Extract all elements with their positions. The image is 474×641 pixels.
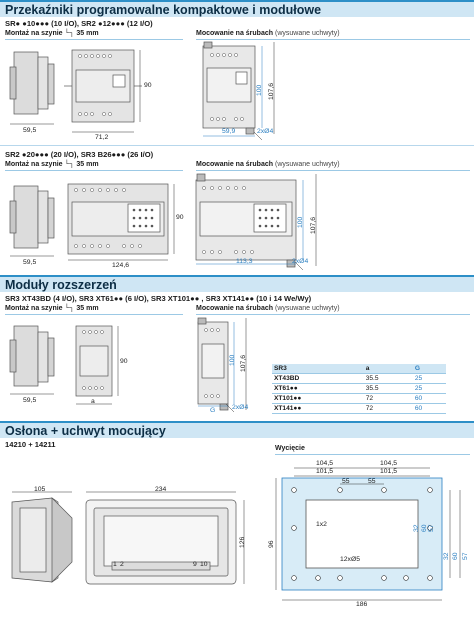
dim-cut-inner-left: 55	[342, 478, 350, 485]
dim-g: G	[210, 407, 216, 414]
dim-v-b: 60	[421, 524, 428, 532]
dim-height-front: 126	[239, 536, 246, 548]
dim-height-front: 90	[120, 358, 128, 365]
dim-height-outer: 107,6	[268, 82, 275, 100]
screw-mount-header: Mocowanie na śrubach (wysuwane uchwyty)	[196, 29, 470, 40]
section-header-compact: Przekaźniki programowalne kompaktowe i m…	[0, 0, 474, 17]
dim-width-side: 59,5	[23, 127, 37, 134]
dimension-table: SR3 a G XT43BD 35.5 25 XT61●● 35.5 25 XT…	[272, 364, 446, 414]
table-header-cell: SR3	[272, 364, 364, 374]
dim-cut-mid-left: 101,5	[316, 468, 334, 475]
dim-cut-outer-left: 104,5	[316, 460, 334, 467]
terminal-9: 9	[193, 561, 197, 568]
dim-cut-inner-right: 55	[368, 478, 376, 485]
dim-width-screw: 59,9	[222, 128, 236, 135]
table-header-cell: G	[412, 364, 446, 374]
section-subtitle: SR● ●10●●● (10 I/O), SR2 ●12●●● (12 I/O)	[5, 19, 153, 28]
divider	[0, 145, 474, 146]
cover-drawings	[11, 467, 461, 601]
dim-v-c: 57	[428, 524, 435, 532]
compact-small-drawings	[9, 41, 275, 141]
table-header-cell: a	[363, 364, 413, 374]
cutout-header: Wycięcie	[275, 444, 470, 455]
terminal-2: 2	[120, 561, 124, 568]
terminal-10: 10	[200, 561, 208, 568]
dim-cut-mid-right: 101,5	[380, 468, 398, 475]
section-header-expansion: Moduły rozszerzeń	[0, 275, 474, 292]
dim-hole-small: 1x2	[316, 521, 327, 528]
screw-mount-header: Mocowanie na śrubach (wysuwane uchwyty)	[196, 160, 470, 171]
din-rail-header: Montaż na szynie └┐ 35 mm	[5, 304, 183, 315]
section-subtitle-large: SR2 ●20●●● (20 I/O), SR3 B26●●● (26 I/O)	[5, 150, 154, 159]
table-row: XT141●● 72 60	[272, 403, 446, 414]
dim-width-front: 71,2	[95, 134, 109, 141]
section-header-cover: Osłona + uchwyt mocujący	[0, 421, 474, 438]
dim-height-inner: 100	[229, 354, 236, 366]
dim-height-inner: 100	[297, 216, 304, 228]
dim-width-front: a	[91, 398, 95, 405]
dim-v-d: 32	[443, 552, 450, 560]
expansion-drawings	[9, 317, 247, 413]
dim-height-front: 90	[144, 82, 152, 89]
din-rail-header: Montaż na szynie └┐ 35 mm	[5, 29, 183, 40]
dim-v-e: 60	[452, 552, 459, 560]
dim-width-front: 124,6	[112, 262, 130, 269]
dim-width-screw: 113,3	[236, 258, 253, 265]
dim-width-side: 59,5	[23, 259, 37, 266]
din-rail-header: Montaż na szynie └┐ 35 mm	[5, 160, 183, 171]
table-row: XT61●● 35.5 25	[272, 383, 446, 394]
dim-height-inner: 100	[256, 84, 263, 96]
section-subtitle: 14210 + 14211	[5, 440, 56, 449]
dim-cut-height: 96	[268, 540, 275, 548]
table-header-row: SR3 a G	[272, 364, 446, 374]
section-title: Moduły rozszerzeń	[5, 278, 117, 292]
dim-screw-holes: 2xØ4	[232, 404, 249, 411]
table-row: XT43BD 35.5 25	[272, 373, 446, 384]
screw-mount-header: Mocowanie na śrubach (wysuwane uchwyty)	[196, 304, 470, 315]
dim-v-a: 32	[413, 524, 420, 532]
dim-cut-width: 186	[356, 601, 368, 608]
dim-width-front: 234	[155, 486, 167, 493]
dim-height-outer: 107,6	[310, 216, 317, 234]
table-row: XT101●● 72 60	[272, 393, 446, 404]
dim-holes: 12xØ5	[340, 556, 361, 563]
section-title: Przekaźniki programowalne kompaktowe i m…	[5, 3, 322, 17]
section-title: Osłona + uchwyt mocujący	[5, 424, 166, 438]
dim-cut-outer-right: 104,5	[380, 460, 398, 467]
dim-height-front: 90	[176, 214, 184, 221]
section-subtitle: SR3 XT43BD (4 I/O), SR3 XT61●● (6 I/O), …	[5, 294, 312, 303]
dim-width-side: 105	[34, 486, 46, 493]
dim-width-side: 59,5	[23, 397, 37, 404]
dim-v-f: 57	[462, 552, 469, 560]
dim-screw-holes: 2xØ4	[257, 128, 274, 135]
compact-large-drawings	[9, 173, 317, 271]
terminal-1: 1	[113, 561, 117, 568]
dim-screw-holes: 2xØ4	[292, 258, 309, 265]
dim-height-outer: 107,6	[240, 354, 247, 372]
